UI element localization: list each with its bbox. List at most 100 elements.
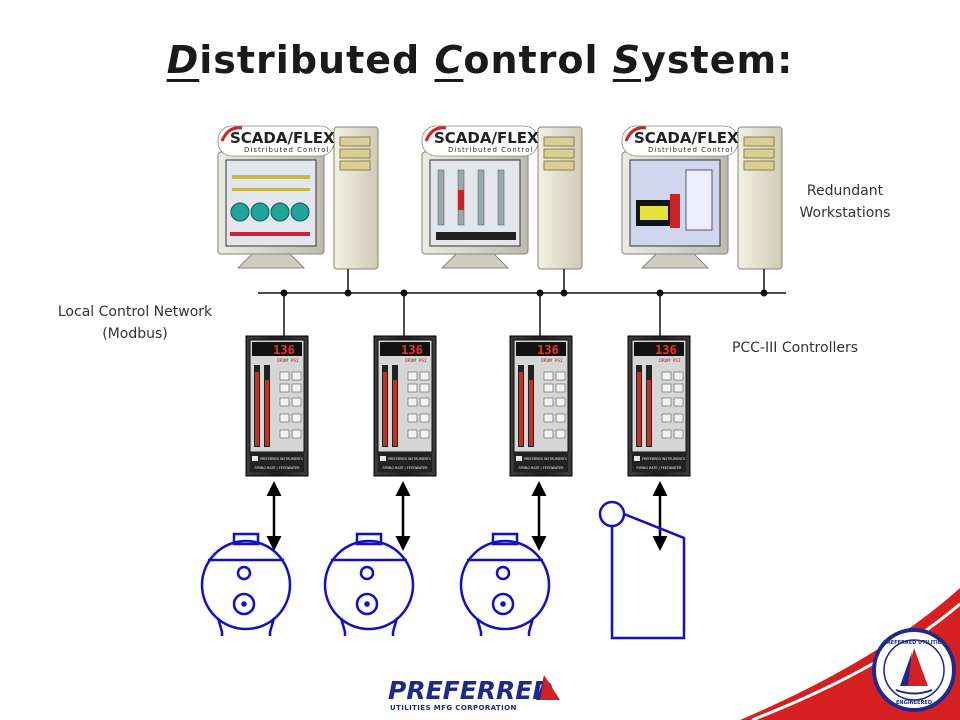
monitor-stand [236,253,306,269]
drive-bay [743,148,775,159]
corner-swoosh: PREFERRED UTILITIES ENGINEERED [740,588,960,720]
controller-key [555,383,566,393]
controller-key [279,397,290,407]
title-initial-c: C [434,38,464,82]
controller-key [419,413,430,423]
controller-display-tag: DRUM PSI [541,358,563,364]
controller-key [279,383,290,393]
drive-bay [543,160,575,171]
boiler-shell [200,539,292,631]
feedwater-tank [598,500,686,640]
scada-flex-title: SCADA/FLEX [230,129,335,147]
boiler-port [359,565,375,581]
controller-display-tag: DRUM PSI [405,358,427,364]
boiler-shell [323,539,415,631]
controller-brand: PREFERRED INSTRUMENTS [642,457,685,461]
controller-brand: PREFERRED INSTRUMENTS [388,457,431,461]
drive-bay [339,148,371,159]
scada-flex-title: SCADA/FLEX [434,129,539,147]
controller-key [291,429,302,439]
controller-key [555,397,566,407]
controller-key [543,383,554,393]
boiler-leg [475,617,483,636]
controller-key [543,413,554,423]
controller-footer: FIRING RATE / FEEDWATER [637,466,683,470]
boiler-3 [459,532,551,636]
controller-footer: FIRING RATE / FEEDWATER [383,466,429,470]
controller-display-value: 136 [537,343,559,357]
controller-key [419,371,430,381]
boiler-sprite [270,202,290,222]
scada-flex-subtitle: Distributed Control [244,146,329,154]
controller-display-tag: DRUM PSI [277,358,299,364]
pc-tower [537,126,583,270]
brand-badge-icon [634,456,640,461]
controller-key [407,413,418,423]
tank-body [610,512,686,640]
network-label-line1: Local Control Network [57,304,213,320]
boiler-dome [232,532,260,546]
controller-key [543,429,554,439]
controller-key [407,371,418,381]
title-initial-d: D [166,38,200,82]
boiler-2 [323,532,415,636]
monitor-stand [640,253,710,269]
drive-bay [743,136,775,147]
logo-name: PREFERRED [388,676,553,705]
controller-key [673,371,684,381]
pc-tower [333,126,379,270]
controller-key [543,371,554,381]
controller-display [516,342,566,356]
boiler-leg [527,617,535,636]
boiler-leg [339,617,347,636]
title-word-2: ontrol [463,38,599,82]
controller-key [673,383,684,393]
title-word-3: ystem: [641,38,794,82]
title-initial-s: S [612,38,642,82]
controller-footer: FIRING RATE / FEEDWATER [255,466,301,470]
controller-display-value: 136 [655,343,677,357]
workstations-label-line1: Redundant [806,183,884,199]
drive-bay [339,136,371,147]
boiler-burner [232,592,256,616]
controller-key [291,397,302,407]
controller-brand: PREFERRED INSTRUMENTS [524,457,567,461]
controller-key [291,383,302,393]
controller-key [555,371,566,381]
boiler-leg [216,617,224,636]
boiler-dome [491,532,519,546]
controller-key [661,397,672,407]
drive-bay [543,136,575,147]
controller-key [291,371,302,381]
boiler-leg [391,617,399,636]
boiler-sprite [290,202,310,222]
brand-badge-icon [252,456,258,461]
controller-key [661,383,672,393]
drive-bay [743,160,775,171]
scada-flex-title: SCADA/FLEX [634,129,739,147]
drive-bay [543,148,575,159]
controller-key [407,397,418,407]
monitor-stand [440,253,510,269]
preferred-logo: PREFERRED UTILITIES MFG CORPORATION [388,675,560,712]
boiler-leg [268,617,276,636]
logo-sub: UTILITIES MFG CORPORATION [390,704,517,712]
controller-key [661,371,672,381]
boiler-burner [355,592,379,616]
workstations-label: Redundant Workstations [770,180,920,224]
controller-key [543,397,554,407]
controller-key [673,429,684,439]
controller-key [419,383,430,393]
controller-display-tag: DRUM PSI [659,358,681,364]
controller-key [279,371,290,381]
controller-key [419,429,430,439]
